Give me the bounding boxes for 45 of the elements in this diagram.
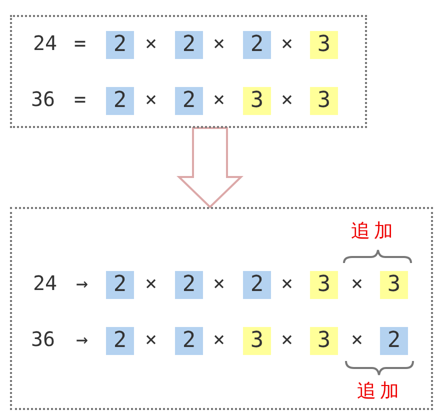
math-symbol: 24: [32, 31, 58, 55]
factor-box: 2: [175, 31, 203, 59]
math-symbol: =: [74, 87, 86, 111]
factor-box: 3: [310, 271, 338, 299]
factor-box: 2: [175, 87, 203, 115]
factor-box: 2: [175, 327, 203, 355]
math-symbol: ×: [280, 31, 294, 55]
math-symbol: 36: [30, 87, 56, 111]
math-symbol: ×: [144, 271, 158, 295]
annotation-text: 追加: [351, 219, 397, 244]
factor-box: 2: [175, 271, 203, 299]
math-symbol: →: [76, 271, 88, 295]
math-symbol: ×: [144, 31, 158, 55]
math-symbol: ×: [212, 271, 226, 295]
math-symbol: 24: [32, 271, 58, 295]
math-symbol: ×: [350, 271, 364, 295]
factor-box: 2: [106, 87, 134, 115]
factor-box: 2: [380, 327, 408, 355]
factor-box: 3: [380, 271, 408, 299]
factor-box: 3: [310, 31, 338, 59]
factor-box: 2: [243, 31, 271, 59]
math-symbol: ×: [350, 327, 364, 351]
factor-box: 3: [310, 327, 338, 355]
factor-box: 2: [106, 271, 134, 299]
factor-box: 2: [243, 271, 271, 299]
math-symbol: ×: [144, 87, 158, 111]
dotted-panel: [10, 15, 367, 128]
math-symbol: ×: [280, 87, 294, 111]
annotation-text: 追加: [357, 379, 403, 404]
math-symbol: ×: [144, 327, 158, 351]
dotted-panel: [10, 207, 433, 410]
math-symbol: →: [76, 327, 88, 351]
math-symbol: 36: [30, 327, 56, 351]
factor-box: 3: [310, 87, 338, 115]
block-arrow: [176, 127, 244, 208]
math-symbol: ×: [212, 31, 226, 55]
factor-box: 3: [243, 87, 271, 115]
factor-box: 2: [106, 327, 134, 355]
math-symbol: ×: [212, 327, 226, 351]
math-symbol: ×: [212, 87, 226, 111]
math-symbol: ×: [280, 327, 294, 351]
math-symbol: =: [74, 31, 86, 55]
factor-box: 3: [243, 327, 271, 355]
math-symbol: ×: [280, 271, 294, 295]
factor-box: 2: [106, 31, 134, 59]
